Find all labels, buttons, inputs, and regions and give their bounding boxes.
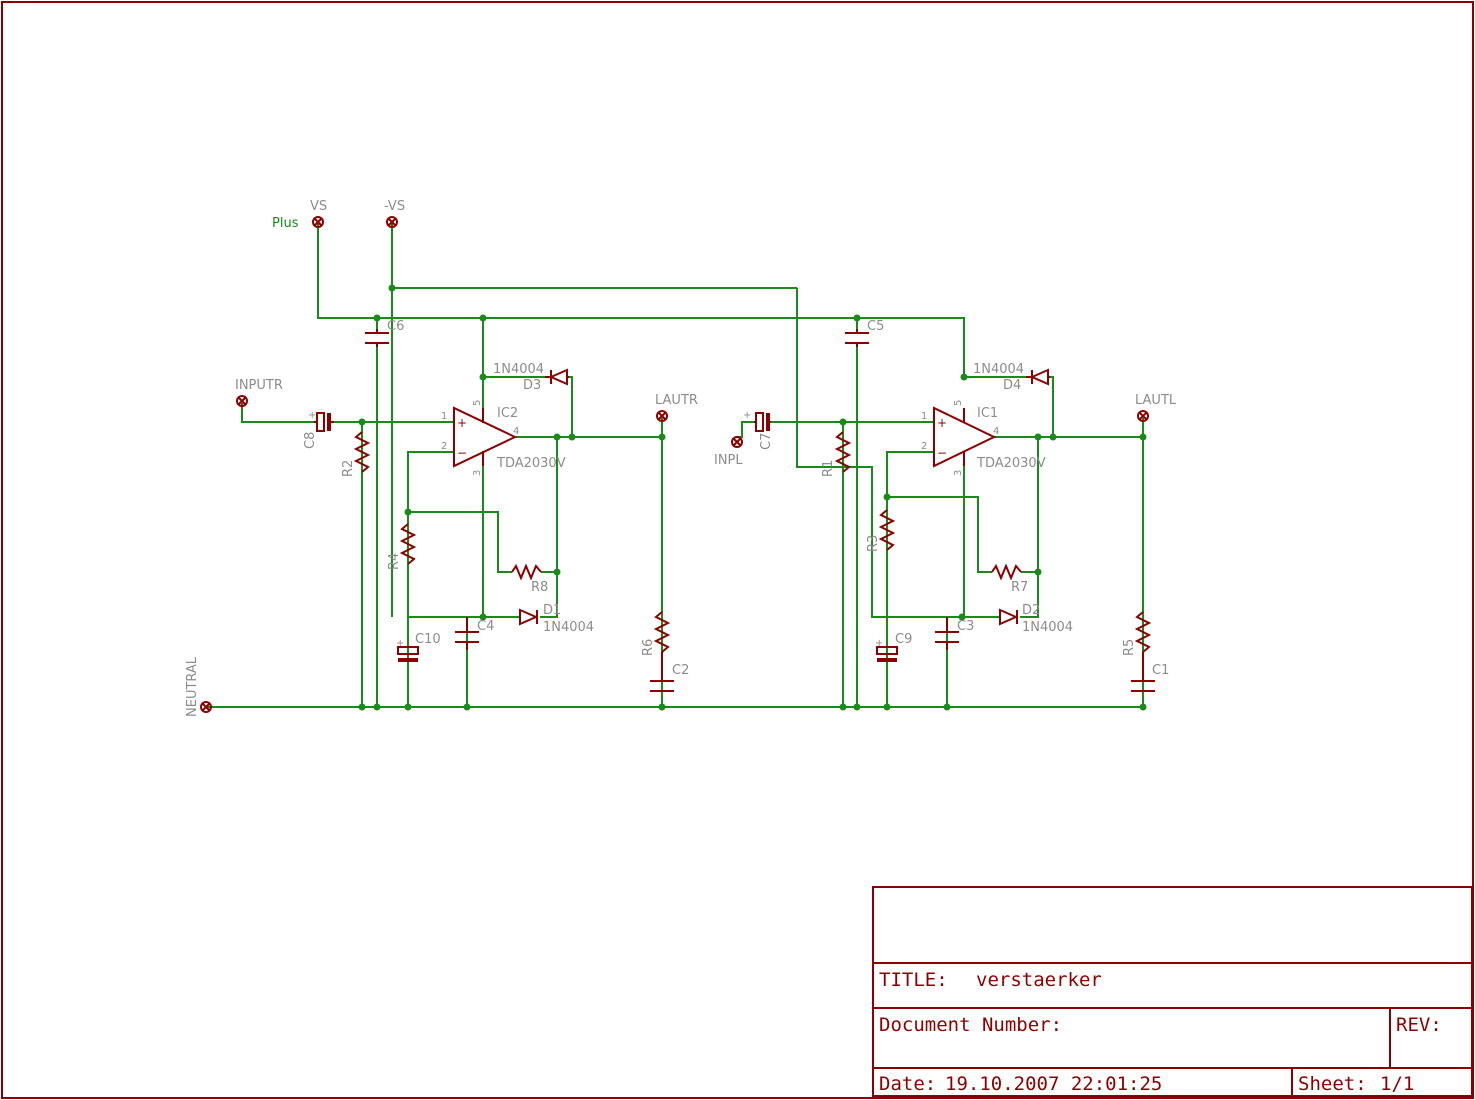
label-c5: C5: [867, 319, 884, 334]
ic2-plus: +: [457, 416, 467, 430]
capacitor-c1: [1131, 652, 1155, 692]
rev-label: REV:: [1396, 1014, 1442, 1036]
capacitor-c2: [650, 652, 674, 692]
label-r2: R2: [341, 460, 356, 477]
ic1-pin-4: 4: [993, 426, 999, 437]
resistor-r5: [1134, 611, 1152, 653]
date-value: 19.10.2007 22:01:25: [945, 1073, 1162, 1095]
label-r8: R8: [531, 580, 548, 595]
label-r6: R6: [641, 639, 656, 656]
svg-text:+: +: [396, 638, 404, 649]
capacitor-c3: [935, 617, 959, 650]
ic1-pin-3: 3: [953, 470, 964, 476]
label-d3-value: 1N4004: [493, 362, 544, 377]
resistor-r6: [653, 611, 671, 653]
ic2-pin-2: 2: [441, 441, 447, 452]
title-label: TITLE:: [879, 969, 948, 991]
ic1-pin-2: 2: [921, 441, 927, 452]
label-neutral: NEUTRAL: [185, 656, 200, 717]
capacitor-c4: [455, 617, 479, 650]
label-ic1: IC1: [977, 406, 998, 421]
label-c1: C1: [1152, 663, 1169, 678]
label-c6: C6: [387, 319, 404, 334]
label-r7: R7: [1011, 580, 1028, 595]
label-r1: R1: [821, 460, 836, 477]
connector-inputr: [236, 395, 248, 407]
svg-text:+: +: [743, 410, 751, 421]
ic2-pin-4: 4: [513, 426, 519, 437]
label-c10: C10: [415, 632, 441, 647]
label-c2: C2: [672, 663, 689, 678]
connector-vs: [312, 216, 324, 228]
label-d4-value: 1N4004: [973, 362, 1024, 377]
svg-text:+: +: [875, 638, 883, 649]
connector-neg-vs: [386, 216, 398, 228]
date-label: Date:: [879, 1073, 936, 1095]
net-label-plus: Plus: [272, 216, 299, 231]
diode-d4: [1026, 368, 1050, 386]
label-c8: C8: [303, 432, 318, 449]
connector-inpl: [731, 436, 743, 448]
label-neg-vs: -VS: [384, 199, 405, 214]
connector-lautr: [656, 410, 668, 422]
label-ic1-value: TDA2030V: [976, 456, 1046, 471]
label-c3: C3: [957, 619, 974, 634]
ic1-pin-1: 1: [921, 411, 927, 422]
label-d1-value: 1N4004: [543, 620, 594, 635]
document-number-label: Document Number:: [879, 1014, 1062, 1036]
label-d3: D3: [523, 378, 541, 393]
resistor-r4: [399, 523, 417, 565]
resistor-r2: [353, 431, 371, 473]
label-vs: VS: [310, 199, 327, 214]
label-ic2-value: TDA2030V: [496, 456, 566, 471]
diode-d2: [999, 608, 1019, 626]
capacitor-c5: [845, 329, 869, 347]
label-ic2: IC2: [497, 406, 518, 421]
capacitor-c9: +: [875, 638, 898, 662]
label-r3: R3: [866, 535, 881, 552]
ic1-plus: +: [937, 416, 947, 430]
svg-text:+: +: [308, 410, 316, 421]
capacitor-c6: [365, 329, 389, 347]
capacitor-c8: +: [308, 410, 334, 432]
ic1-pin-5: 5: [953, 400, 964, 406]
sheet-label: Sheet:: [1298, 1073, 1367, 1095]
label-lautr: LAUTR: [655, 393, 698, 408]
label-inpl: INPL: [714, 453, 743, 468]
diode-d1: [519, 608, 539, 626]
diode-d3: [545, 368, 569, 386]
resistor-r3: [878, 509, 896, 551]
ic2-pin-5: 5: [472, 400, 483, 406]
label-d1: D1: [543, 603, 561, 618]
capacitor-c7: +: [743, 410, 771, 432]
label-inputr: INPUTR: [235, 378, 283, 393]
label-d2: D2: [1022, 603, 1040, 618]
ic2-pin-3: 3: [472, 470, 483, 476]
title-block: [872, 886, 1473, 1097]
resistor-r7: [991, 563, 1022, 581]
label-c9: C9: [895, 632, 912, 647]
sheet-value: 1/1: [1380, 1073, 1414, 1095]
resistor-r8: [511, 563, 542, 581]
label-lautl: LAUTL: [1135, 393, 1177, 408]
label-d2-value: 1N4004: [1022, 620, 1073, 635]
ic2-minus: −: [457, 446, 467, 460]
opamp-ic2: [453, 406, 518, 468]
connector-neutral: [200, 701, 212, 713]
capacitor-c10: +: [396, 638, 419, 662]
ic2-pin-1: 1: [441, 411, 447, 422]
resistor-r1: [834, 431, 852, 473]
junctions: [358, 284, 1147, 711]
label-d4: D4: [1003, 378, 1021, 393]
label-r4: R4: [387, 553, 402, 570]
ic1-minus: −: [937, 446, 947, 460]
label-r5: R5: [1122, 639, 1137, 656]
connector-lautl: [1137, 410, 1149, 422]
label-c4: C4: [477, 619, 494, 634]
title-value: verstaerker: [976, 969, 1102, 991]
label-c7: C7: [759, 433, 774, 450]
